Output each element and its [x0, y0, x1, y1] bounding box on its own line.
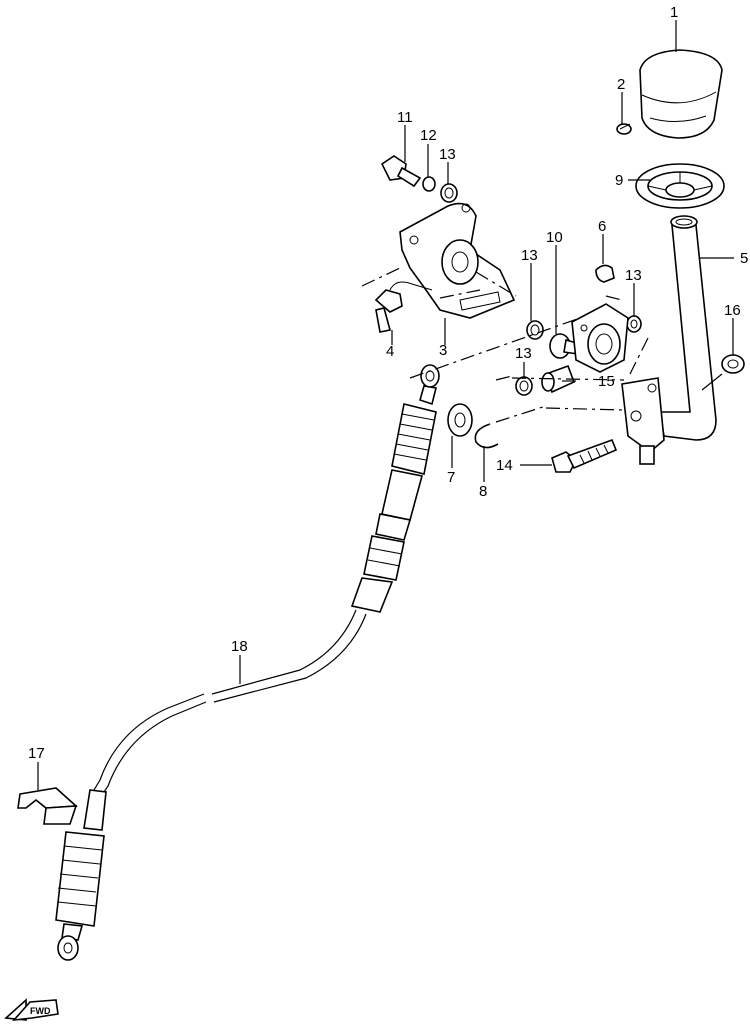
- part-bolt-11: [380, 155, 422, 188]
- part-screw: [616, 123, 632, 135]
- fwd-arrow-icon: FWD: [4, 998, 59, 1022]
- callout-11: 11: [397, 109, 413, 126]
- callout-13: 13: [625, 267, 642, 284]
- callout-9: 9: [615, 172, 623, 189]
- part-washer-13: [440, 183, 458, 203]
- callout-13: 13: [439, 146, 456, 163]
- callout-16: 16: [724, 302, 741, 319]
- callout-13: 13: [515, 345, 532, 362]
- part-spring-clip: [595, 264, 615, 283]
- part-washer-12: [422, 176, 436, 192]
- part-bolt-14: [551, 438, 618, 473]
- callout-18: 18: [231, 638, 248, 655]
- callout-10: 10: [546, 229, 563, 246]
- part-joint: [571, 303, 629, 373]
- part-shift-lever: [659, 215, 717, 441]
- part-nut: [721, 354, 745, 374]
- callout-8: 8: [479, 483, 487, 500]
- leader-lines: [37, 20, 734, 790]
- part-cable-clip: [17, 787, 78, 825]
- part-washer-13: [515, 376, 533, 396]
- callout-15: 15: [598, 373, 615, 390]
- part-shift-cable: [55, 364, 440, 961]
- callout-7: 7: [447, 469, 455, 486]
- part-washer-13: [626, 315, 642, 333]
- part-shift-knob: [639, 49, 723, 139]
- part-lever-bracket: [621, 377, 665, 465]
- callout-12: 12: [420, 127, 437, 144]
- callout-3: 3: [439, 342, 447, 359]
- callout-14: 14: [496, 457, 513, 474]
- callout-5: 5: [740, 250, 748, 267]
- fwd-label: FWD: [30, 1006, 51, 1016]
- callout-17: 17: [28, 745, 45, 762]
- part-bolt-4: [374, 289, 403, 333]
- callout-6: 6: [598, 218, 606, 235]
- callout-13: 13: [521, 247, 538, 264]
- part-washer-7: [447, 403, 473, 437]
- callout-4: 4: [386, 343, 394, 360]
- callout-2: 2: [617, 76, 625, 93]
- part-boot: [635, 163, 725, 209]
- part-bracket: [389, 202, 516, 319]
- part-washer-13: [526, 320, 544, 340]
- part-e-clip: [474, 423, 499, 449]
- callout-1: 1: [670, 4, 678, 21]
- assembly-lines: [361, 267, 649, 423]
